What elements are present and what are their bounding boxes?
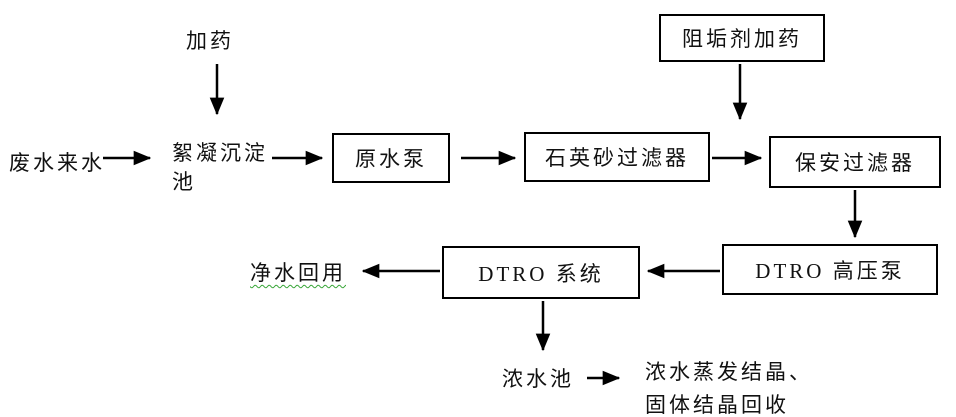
box-raw-water-pump: 原水泵 [332,133,450,183]
box-quartz-sand-filter: 石英砂过滤器 [524,132,710,182]
label-concentrate-output-line1: 浓水蒸发结晶、 [645,360,813,384]
box-dtro-system: DTRO 系统 [442,246,640,299]
label-dosing: 加药 [186,29,234,53]
box-security-filter: 保安过滤器 [769,136,941,188]
label-flocculation-tank: 絮凝沉淀池 [172,141,268,194]
label-concentrate-tank: 浓水池 [502,367,574,391]
label-concentrate-output: 浓水蒸发结晶、 固体结晶回收 [645,356,813,417]
label-wastewater-in: 废水来水 [9,151,105,175]
label-clean-water-reuse: 净水回用 [250,261,346,285]
box-antiscalant-dosing: 阻垢剂加药 [659,14,825,62]
label-concentrate-output-line2: 固体结晶回收 [645,393,789,417]
box-dtro-hp-pump: DTRO 高压泵 [722,244,938,295]
